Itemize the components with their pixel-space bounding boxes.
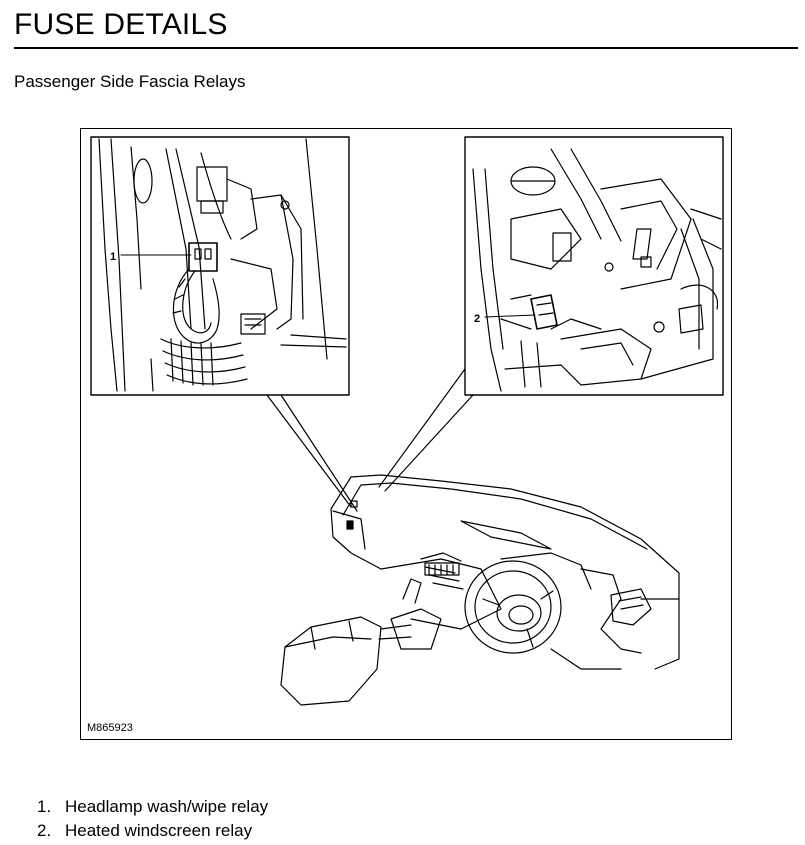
callout-2-label: 2	[474, 313, 480, 325]
legend-item: 2. Heated windscreen relay	[37, 819, 268, 843]
title-rule	[14, 47, 798, 49]
legend-item: 1. Headlamp wash/wipe relay	[37, 795, 268, 819]
inset-right	[464, 136, 724, 396]
relay-location-figure: 1 2 M865923	[80, 128, 732, 740]
page-title: FUSE DETAILS	[14, 8, 228, 41]
legend-item-label: Heated windscreen relay	[65, 821, 253, 840]
figure-reference: M865923	[87, 722, 133, 734]
inset-left	[90, 136, 350, 396]
legend-item-label: Headlamp wash/wipe relay	[65, 797, 269, 816]
legend-item-number: 2.	[37, 821, 52, 840]
dashboard-overview	[280, 474, 680, 706]
callout-1-label: 1	[110, 251, 116, 263]
section-subtitle: Passenger Side Fascia Relays	[14, 72, 246, 91]
leader-lines	[266, 368, 474, 512]
callout-2: 2	[474, 313, 536, 325]
relay-location-illustration: 1 2	[90, 136, 724, 706]
legend-item-number: 1.	[37, 797, 52, 816]
callout-1: 1	[110, 251, 192, 263]
legend-list: 1. Headlamp wash/wipe relay 2. Heated wind…	[37, 795, 268, 843]
